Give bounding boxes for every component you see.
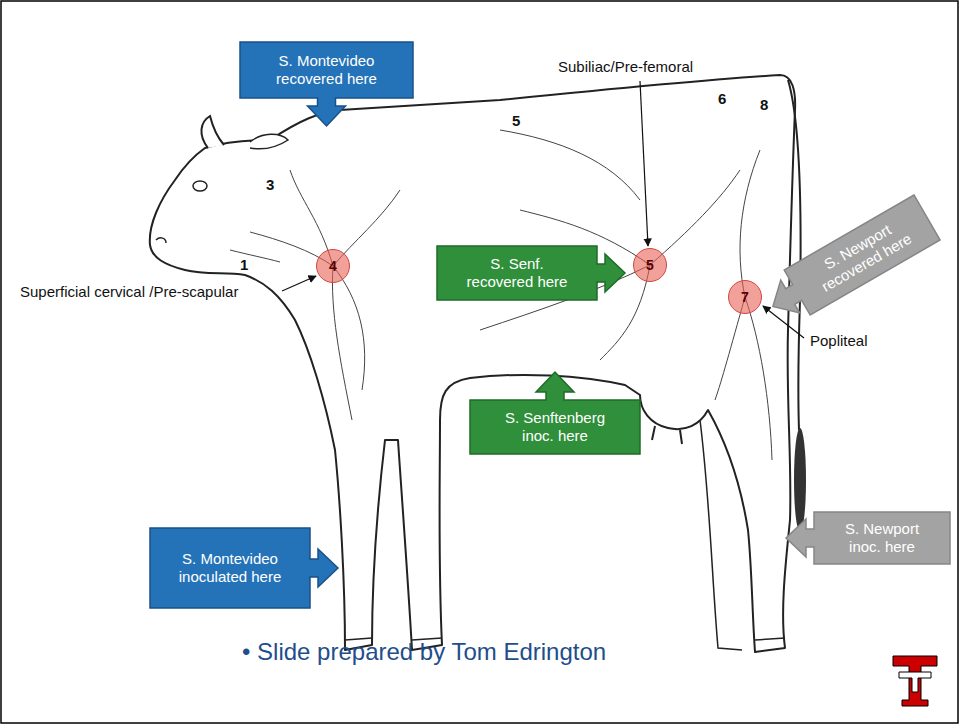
cow-tail	[788, 80, 801, 430]
node-number: 7	[741, 290, 749, 304]
credit-note: • Slide prepared by Tom Edrington	[240, 638, 608, 666]
callout-number: 8	[758, 96, 770, 113]
lymph-node-marker: 7	[728, 280, 762, 314]
node-number: 5	[646, 258, 654, 272]
callout-arrow: S. Senf. recovered here	[437, 246, 625, 300]
arrow-outline	[150, 528, 338, 608]
callout-text: S. Newport inoc. here	[828, 520, 936, 556]
cow-eye	[193, 181, 207, 191]
callout-text: S. Senf. recovered here	[459, 255, 575, 291]
lymph-node-marker: 5	[633, 248, 667, 282]
cow-ear	[250, 134, 288, 148]
cow-tail-switch	[794, 428, 806, 532]
callout-text-area: S. Senftenberg inoc. here	[470, 400, 640, 454]
callout-text: S. Senftenberg inoc. here	[492, 409, 618, 445]
callout-text: S. Montevideo inoculated here	[164, 550, 296, 586]
lymph-node-marker: 4	[316, 249, 350, 283]
callout-arrow: S. Montevideo inoculated here	[150, 528, 338, 608]
anatomy-label: Superficial cervical /Pre-scapular	[18, 283, 240, 300]
anatomy-label: Popliteal	[808, 332, 870, 349]
arrow-outline	[760, 195, 940, 329]
callout-number: 6	[716, 90, 728, 107]
callout-text-area: S. Newport inoc. here	[814, 512, 950, 564]
university-logo	[893, 656, 937, 706]
callout-text: S. Montevideo recovered here	[250, 52, 403, 88]
cow-horn	[201, 116, 224, 148]
arrow-outline	[786, 512, 950, 564]
callout-number: 3	[264, 176, 276, 193]
callout-text-area: S. Montevideo inoculated here	[150, 528, 310, 608]
cow-udder	[652, 426, 682, 444]
cow-far-leg	[700, 420, 742, 650]
node-number: 4	[329, 259, 337, 273]
lymph-vessels	[230, 130, 772, 460]
callout-arrow: S. Newport inoc. here	[786, 512, 950, 564]
callout-number: 5	[510, 112, 522, 129]
cow-outline	[150, 75, 795, 652]
callout-text-area: S. Newport recovered here	[784, 195, 940, 315]
callout-arrow: S. Montevideo recovered here	[240, 42, 413, 126]
cow-nostril	[156, 238, 166, 243]
leader-line	[640, 81, 648, 246]
callout-number: 1	[238, 256, 250, 273]
leader-line	[282, 276, 316, 291]
arrow-outline	[437, 246, 625, 300]
callout-arrow: S. Senftenberg inoc. here	[470, 372, 640, 454]
callout-text-area: S. Montevideo recovered here	[240, 42, 413, 98]
arrow-outline	[240, 42, 413, 126]
callout-text-area: S. Senf. recovered here	[437, 246, 597, 300]
arrow-outline	[470, 372, 640, 454]
anatomy-label: Subiliac/Pre-femoral	[556, 58, 695, 75]
